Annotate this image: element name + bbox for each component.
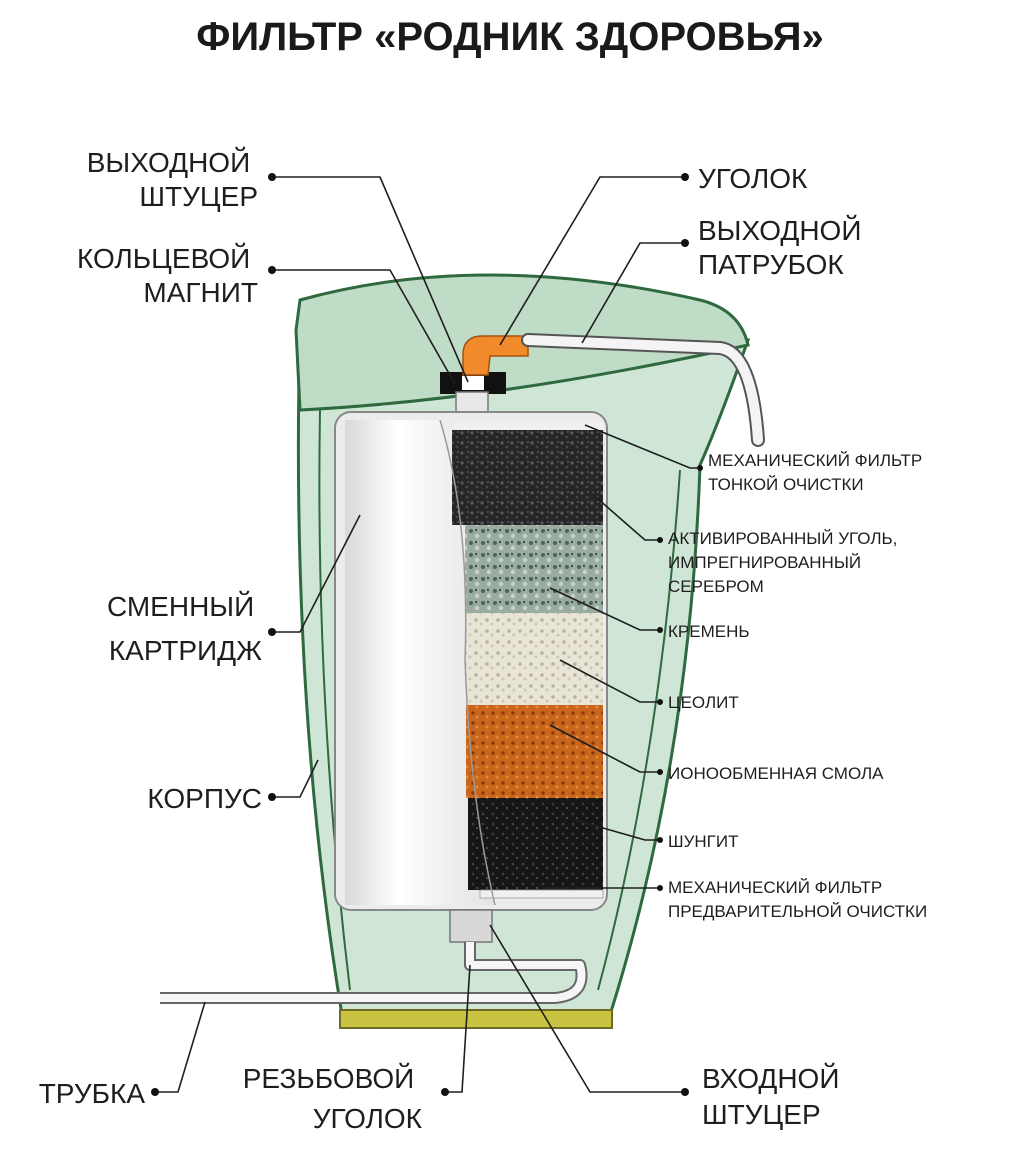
label-outlet-pipe: ВЫХОДНОЙ ПАТРУБОК [698, 215, 869, 280]
label-zeolite: ЦЕОЛИТ [668, 693, 739, 712]
label-elbow: УГОЛОК [698, 163, 808, 194]
label-housing: КОРПУС [147, 783, 262, 814]
layer-flint [465, 525, 603, 613]
layer-zeolite [466, 613, 603, 705]
label-activated-carbon: АКТИВИРОВАННЫЙ УГОЛЬ, ИМПРЕГНИРОВАННЫЙ С… [668, 529, 902, 596]
layer-ion-exchange-resin [466, 705, 603, 798]
label-shungite: ШУНГИТ [668, 832, 738, 851]
label-pre-filter: МЕХАНИЧЕСКИЙ ФИЛЬТР ПРЕДВАРИТЕЛЬНОЙ ОЧИС… [668, 878, 927, 921]
layer-pre-filter [480, 890, 603, 898]
layer-fine-filter [455, 422, 603, 430]
label-threaded-elbow: РЕЗЬБОВОЙ УГОЛОК [243, 1063, 423, 1134]
label-fine-filter: МЕХАНИЧЕСКИЙ ФИЛЬТР ТОНКОЙ ОЧИСТКИ [708, 451, 927, 494]
label-ring-magnet: КОЛЬЦЕВОЙ МАГНИТ [77, 243, 258, 308]
label-flint: КРЕМЕНЬ [668, 622, 750, 641]
label-ion-exchange-resin: ИОНООБМЕННАЯ СМОЛА [668, 764, 884, 783]
cartridge [335, 412, 607, 910]
label-outlet-fitting: ВЫХОДНОЙ ШТУЦЕР [87, 147, 258, 212]
diagram-title: ФИЛЬТР «РОДНИК ЗДОРОВЬЯ» [196, 15, 824, 59]
layer-activated-carbon [452, 430, 603, 525]
label-inlet-fitting: ВХОДНОЙ ШТУЦЕР [702, 1063, 847, 1130]
label-tube: ТРУБКА [39, 1078, 146, 1109]
label-replaceable-cartridge: СМЕННЫЙ КАРТРИДЖ [107, 591, 262, 666]
